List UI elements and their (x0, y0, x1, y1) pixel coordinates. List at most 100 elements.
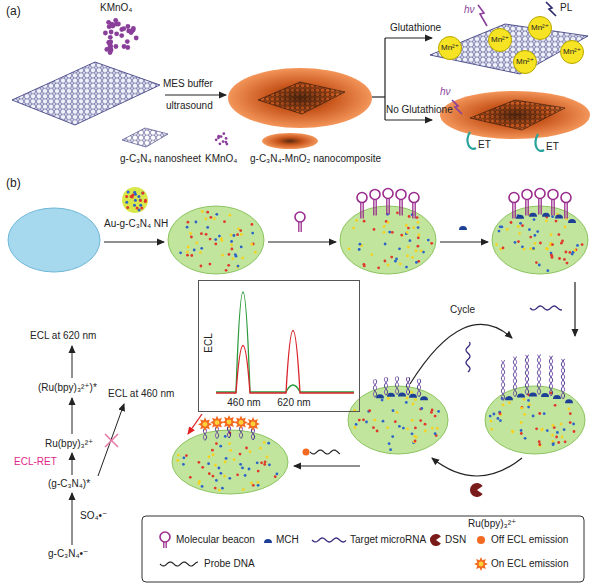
electrodes (394, 420, 397, 423)
electrodes (172, 430, 288, 494)
peak-label: 620 nm (277, 397, 310, 409)
electrodes (564, 440, 567, 443)
electrodes (415, 250, 418, 253)
probe-assembly (251, 422, 256, 427)
legend-samples (264, 539, 272, 543)
ion-circle: Mn²⁺ (560, 40, 584, 64)
scheme-label: (g-C₃N₄)* (48, 478, 90, 490)
kmno4-particles (126, 29, 131, 34)
ion-circle: Mn²⁺ (438, 36, 462, 60)
electrodes (348, 386, 448, 454)
electrodes (532, 247, 535, 250)
electrodes (555, 220, 558, 223)
nanosheet (258, 82, 345, 114)
electrodes (383, 225, 386, 228)
electrodes (524, 437, 527, 440)
electrodes (551, 434, 554, 437)
probe-assembly (517, 394, 525, 398)
electrodes (233, 458, 236, 461)
electrodes (252, 484, 255, 487)
electrodes (220, 237, 223, 240)
electrodes (229, 449, 232, 452)
electrodes (535, 427, 538, 430)
probe-assembly (553, 395, 561, 399)
legend-swatch (477, 536, 485, 544)
electrodes (190, 254, 193, 257)
probe-assembly (398, 393, 406, 397)
kmno4-particles (131, 26, 136, 31)
electrodes (193, 249, 196, 252)
nanohybrid (137, 195, 140, 198)
electrodes (189, 232, 192, 235)
probe-assembly (541, 199, 542, 215)
probe-assembly (198, 417, 212, 431)
electrodes (223, 475, 226, 478)
legend-text: Probe DNA (204, 558, 255, 570)
step-label: MES buffer (163, 78, 213, 90)
probe-assembly (310, 450, 340, 454)
electrodes (363, 265, 366, 268)
electrodes (359, 243, 362, 246)
electrodes (405, 401, 408, 404)
process-arrow (385, 119, 432, 120)
electrodes (499, 225, 502, 228)
electrodes (186, 251, 189, 254)
electrodes (418, 234, 421, 237)
electrodes (400, 234, 403, 237)
electrodes (211, 449, 214, 452)
kmno4-particles (121, 26, 126, 31)
emission-bolt (546, 2, 556, 16)
electrodes (538, 443, 541, 446)
electrodes (340, 206, 436, 274)
probe-assembly (239, 420, 244, 425)
electrodes (215, 442, 218, 445)
nanohybrid (122, 187, 148, 213)
probe-assembly (505, 396, 513, 400)
electrodes (237, 265, 240, 268)
process-arrow (440, 241, 488, 242)
electrodes (419, 419, 422, 422)
electrodes (527, 399, 530, 402)
electrodes (489, 415, 492, 418)
electrodes (538, 264, 541, 267)
probe-assembly (301, 222, 302, 232)
electrodes (242, 488, 245, 491)
electrodes (388, 231, 391, 234)
electrodes (248, 468, 251, 471)
electrodes (189, 476, 192, 479)
electrodes (546, 429, 549, 432)
probe-assembly (409, 394, 417, 398)
electrodes (554, 404, 557, 407)
legend-samples (430, 534, 441, 546)
electrodes (569, 251, 572, 254)
electrodes (195, 221, 198, 224)
probe-assembly (373, 379, 376, 397)
electrodes (236, 473, 239, 476)
electrodes (8, 206, 588, 494)
scheme-arrow (72, 398, 73, 434)
electrodes (529, 247, 532, 250)
electrodes (185, 454, 188, 457)
probe-assembly (525, 199, 526, 215)
electrodes (520, 421, 523, 424)
electrodes (560, 423, 563, 426)
legend-text: DSN (445, 534, 466, 546)
nanosheet (430, 24, 588, 74)
light-label: hν (440, 86, 451, 98)
kmno4-particles (126, 24, 131, 29)
electrodes (534, 242, 537, 245)
electrodes (187, 221, 190, 224)
electrodes (498, 230, 501, 233)
electrodes (219, 445, 222, 448)
legend-text: g-C₃N₄ nanosheet (120, 153, 201, 165)
nanohybrid (131, 194, 134, 197)
electrodes (532, 248, 535, 251)
electrodes (373, 228, 376, 231)
nanohybrid (139, 204, 142, 207)
electrodes (521, 406, 524, 409)
electrodes (390, 256, 393, 259)
probe-assembly (466, 342, 470, 372)
electrodes (492, 206, 588, 274)
electrodes (412, 226, 415, 229)
